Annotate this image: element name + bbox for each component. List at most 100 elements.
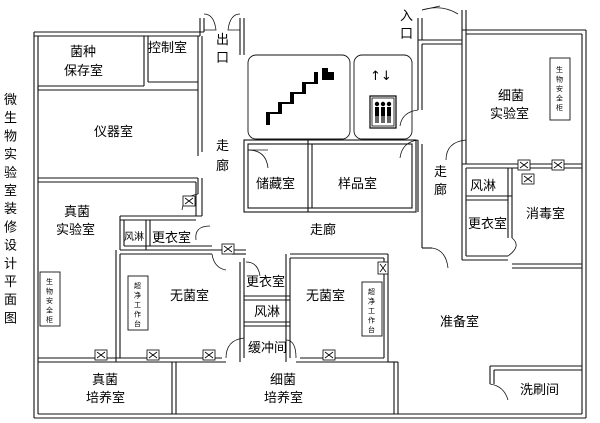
label-corridor-r-1: 走 — [434, 165, 447, 180]
room-label-instrument: 仪器室 — [94, 124, 133, 140]
label-corridor-main: 走廊 — [310, 222, 336, 238]
page-title-char: 生 — [4, 111, 17, 126]
room-label-strain-storage: 菌种 — [70, 45, 96, 60]
page-title-char: 平 — [4, 275, 17, 290]
door-swings — [181, 5, 517, 401]
biosafety-cabinet-char: 安 — [46, 296, 53, 305]
outer-walls — [33, 10, 587, 419]
room-label-disinfection: 消毒室 — [526, 206, 565, 222]
room-label-bacteria-lab: 细菌 — [498, 89, 524, 104]
clean-bench-right — [361, 281, 383, 337]
page-title-char: 微 — [4, 93, 17, 108]
label-exit-2: 口 — [216, 51, 229, 66]
stair-box — [247, 54, 351, 140]
room-label-fungi-culture: 真菌 — [92, 373, 118, 388]
biosafety-cabinet-left — [39, 271, 61, 327]
stairs-icon — [266, 68, 334, 125]
clean-bench-left — [127, 275, 149, 331]
clean-bench-char: 作 — [368, 316, 375, 325]
room-label-strain-storage-2: 保存室 — [64, 63, 103, 79]
page-title-char: 室 — [4, 183, 17, 199]
page-title-char: 图 — [4, 311, 17, 326]
core-block — [243, 54, 417, 213]
pass-window-icon — [221, 243, 235, 255]
clean-bench-char: 超 — [134, 281, 141, 290]
label-corridor-v-2: 廊 — [216, 158, 229, 174]
room-label-changing-right: 更衣室 — [468, 216, 507, 232]
equipment-boxes — [39, 57, 571, 337]
room-label-air-shower-left: 风淋 — [124, 230, 144, 243]
label-exit-1: 出 — [216, 33, 229, 48]
room-label-fungi-lab: 真菌 — [64, 205, 90, 220]
room-label-fungi-culture-2: 培养室 — [86, 390, 125, 406]
elevator-arrows: ↑↓ — [370, 69, 392, 84]
pass-window-icon — [202, 349, 216, 361]
label-corridor-r-2: 廊 — [434, 182, 447, 198]
room-label-buffer: 缓冲间 — [248, 341, 287, 356]
pass-window-icon — [377, 261, 389, 275]
room-label-bacteria-culture-2: 培养室 — [264, 390, 303, 406]
page-title-char: 验 — [4, 165, 17, 181]
room-label-air-shower-right: 风淋 — [470, 179, 496, 194]
room-labels: 菌种 保存室 控制室 出 口 入 口 仪器室 走 廊 储藏室 样品室 走 廊 细… — [56, 9, 565, 406]
biosafety-cabinet-char: 生 — [46, 277, 53, 286]
page-title-char: 修 — [4, 220, 17, 235]
room-label-air-shower-center: 风淋 — [254, 305, 280, 320]
room-label-control-room: 控制室 — [148, 40, 187, 56]
left-rooms — [37, 36, 246, 251]
biosafety-cabinet-char: 物 — [556, 75, 563, 84]
page-title-char: 实 — [4, 148, 17, 163]
biosafety-cabinet-char: 全 — [46, 306, 53, 315]
pass-window-icon — [517, 159, 531, 171]
biosafety-cabinet-right — [549, 57, 571, 121]
pass-window-icon — [521, 173, 535, 185]
pass-window-icon — [94, 349, 108, 361]
clean-bench-char: 作 — [134, 310, 141, 319]
room-label-changing-left: 更衣室 — [152, 230, 191, 246]
room-label-sterile-right: 无菌室 — [306, 288, 345, 304]
page-title-char: 装 — [4, 202, 17, 217]
pass-through-windows — [94, 159, 565, 361]
biosafety-cabinet-char: 全 — [556, 94, 563, 103]
clean-bench-char: 台 — [134, 319, 141, 328]
elevator-icon: ↑↓ — [369, 69, 397, 129]
room-label-storage: 储藏室 — [256, 176, 295, 192]
biosafety-cabinet-char: 柜 — [556, 103, 563, 112]
clean-bench-char: 净 — [368, 297, 375, 306]
label-corridor-v-1: 走 — [216, 139, 229, 154]
clean-bench-char: 超 — [368, 287, 375, 296]
clean-bench-char: 台 — [368, 325, 375, 334]
center-lower-rooms — [38, 247, 582, 414]
clean-bench-char: 工 — [134, 301, 141, 309]
pass-window-icon — [182, 195, 196, 207]
room-label-prep: 准备室 — [440, 314, 479, 330]
pass-window-icon — [322, 349, 336, 361]
label-entrance-2: 口 — [400, 27, 413, 42]
biosafety-cabinet-char: 物 — [46, 287, 53, 296]
page-title-char: 面 — [4, 293, 17, 308]
pass-window-icon — [146, 349, 160, 361]
pass-window-icon — [551, 159, 565, 171]
room-label-sample: 样品室 — [338, 176, 377, 192]
biosafety-cabinet-char: 安 — [556, 84, 563, 93]
clean-bench-char: 净 — [134, 291, 141, 300]
biosafety-cabinet-char: 柜 — [46, 315, 53, 324]
biosafety-cabinet-char: 生 — [556, 65, 563, 74]
page-title-char: 物 — [4, 129, 17, 144]
elevator-box — [353, 54, 413, 140]
room-label-sterile-left: 无菌室 — [170, 288, 209, 304]
page-title-char: 计 — [4, 257, 17, 272]
clean-bench-char: 工 — [368, 307, 375, 315]
page-title-char: 设 — [4, 239, 17, 254]
room-label-changing-center: 更衣室 — [246, 274, 285, 290]
room-label-bacteria-culture: 细菌 — [270, 373, 296, 388]
room-label-bacteria-lab-2: 实验室 — [490, 106, 529, 122]
room-label-fungi-lab-2: 实验室 — [56, 222, 95, 238]
